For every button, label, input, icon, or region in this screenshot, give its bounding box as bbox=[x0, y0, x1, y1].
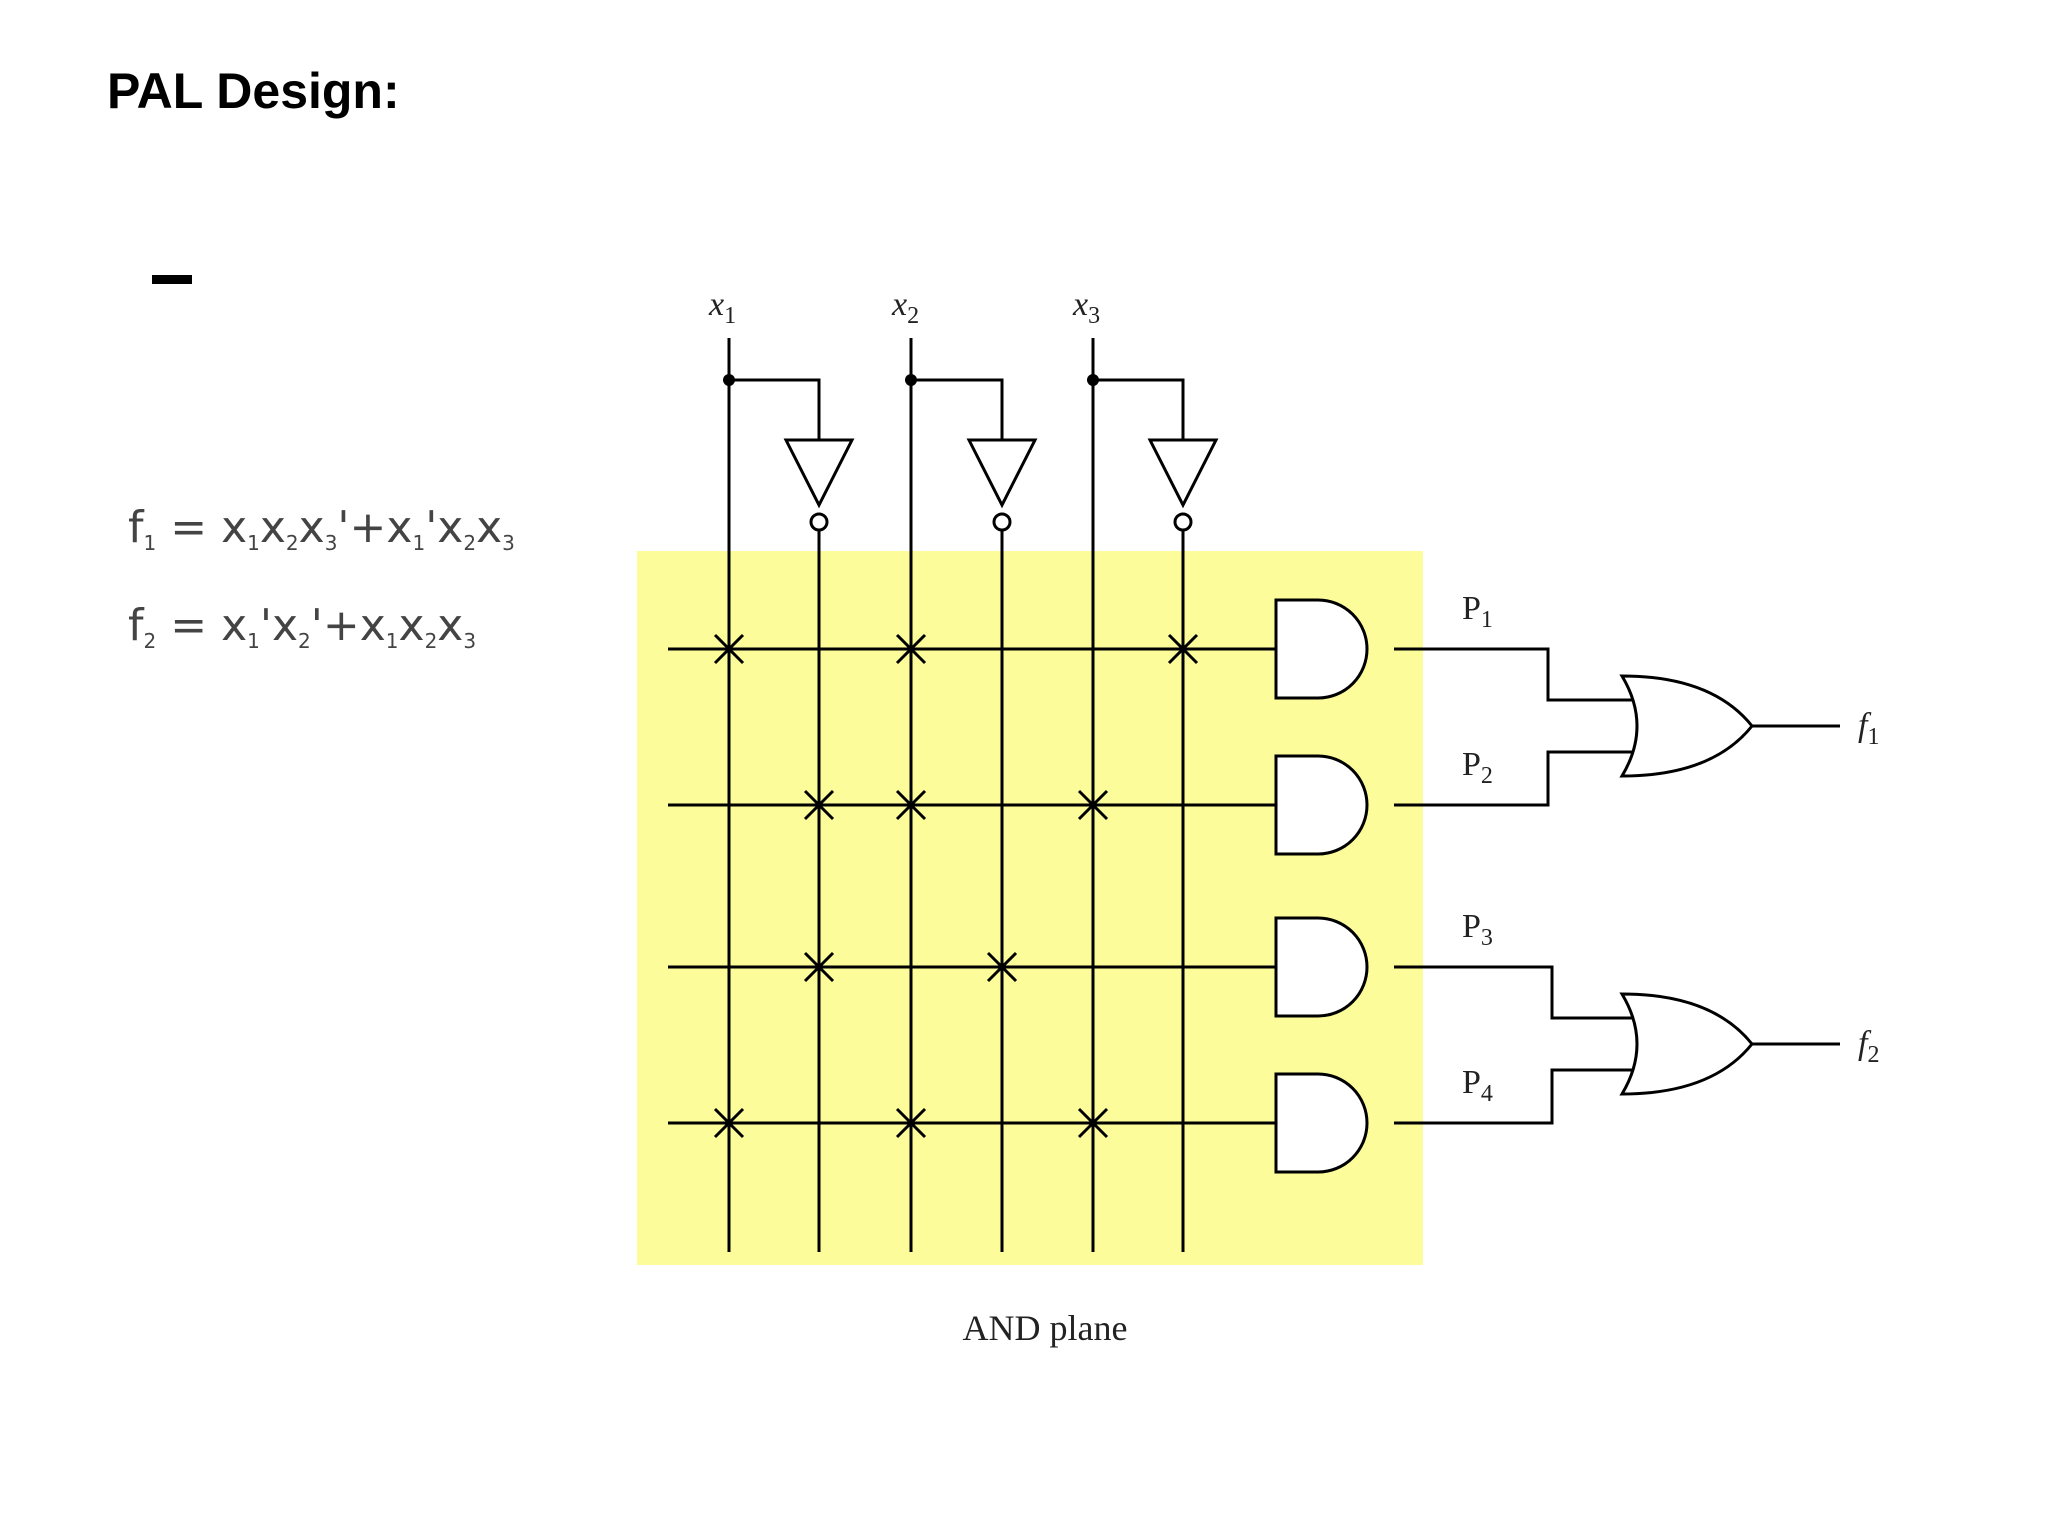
gates bbox=[783, 438, 1754, 1174]
dash-bullet-icon bbox=[152, 275, 192, 284]
output-label-f2: f2 bbox=[1858, 1025, 1879, 1068]
equals-sign: = bbox=[156, 502, 222, 553]
x-mark bbox=[986, 951, 1018, 983]
and-plane-label: AND plane bbox=[963, 1308, 1128, 1348]
subscript: 2 bbox=[298, 629, 311, 653]
or-gate-icon bbox=[1619, 992, 1754, 1096]
subscript: 1 bbox=[143, 531, 157, 555]
and-gate-icon bbox=[1274, 916, 1369, 1018]
input-label-x2: x2 bbox=[891, 286, 919, 329]
x-mark bbox=[713, 633, 745, 665]
subscript: 2 bbox=[285, 531, 299, 555]
or-input-wire-1 bbox=[1394, 647, 1642, 702]
subscript: 3 bbox=[324, 531, 338, 555]
subscript: 1 bbox=[247, 531, 260, 555]
variable: x bbox=[359, 600, 386, 651]
variable: x bbox=[386, 502, 413, 553]
connection-mark-P1-x1 bbox=[713, 633, 745, 665]
product-label-P3: P3 bbox=[1462, 908, 1493, 951]
input-label-x3: x3 bbox=[1072, 286, 1100, 329]
operator: + bbox=[322, 600, 360, 651]
subscript: 2 bbox=[463, 531, 477, 555]
subscript: 3 bbox=[502, 531, 515, 555]
x-mark bbox=[895, 633, 927, 665]
branch-wire-x3 bbox=[1093, 378, 1185, 440]
connection-mark-P4-x2 bbox=[895, 1107, 927, 1139]
complement-mark: ' bbox=[425, 502, 438, 553]
inverter-bubble-icon bbox=[809, 512, 829, 532]
subscript: 2 bbox=[143, 629, 157, 653]
complement-mark: ' bbox=[310, 600, 323, 651]
subscript: 1 bbox=[412, 531, 426, 555]
x-mark bbox=[895, 789, 927, 821]
not-gate-icon bbox=[783, 438, 855, 509]
subscript: 1 bbox=[247, 629, 260, 653]
function-name: f bbox=[128, 600, 144, 651]
variable: x bbox=[221, 502, 248, 553]
connection-mark-P2-x1n bbox=[803, 789, 835, 821]
function-name: f bbox=[128, 502, 144, 553]
connection-mark-P3-x2n bbox=[986, 951, 1018, 983]
equation-f2: f2 = x1'x2'+x1x2x3 bbox=[128, 604, 477, 653]
x-mark bbox=[1077, 789, 1109, 821]
and-gate-icon bbox=[1274, 1072, 1369, 1174]
x-mark bbox=[713, 1107, 745, 1139]
connection-mark-P4-x3 bbox=[1077, 1107, 1109, 1139]
connection-mark-P3-x1n bbox=[803, 951, 835, 983]
or-input-wire-2 bbox=[1394, 750, 1642, 807]
connection-mark-P4-x1 bbox=[713, 1107, 745, 1139]
complement-mark: ' bbox=[337, 502, 350, 553]
subscript: 2 bbox=[424, 629, 438, 653]
variable: x bbox=[259, 502, 286, 553]
product-label-P1: P1 bbox=[1462, 590, 1493, 633]
product-label-P2: P2 bbox=[1462, 746, 1493, 789]
operator: + bbox=[349, 502, 387, 553]
output-label-f1: f1 bbox=[1858, 707, 1879, 750]
input-label-x1: x1 bbox=[708, 286, 736, 329]
inverter-bubble-icon bbox=[1173, 512, 1193, 532]
branch-wire-x2 bbox=[911, 378, 1004, 440]
x-mark bbox=[1167, 633, 1199, 665]
product-label-P4: P4 bbox=[1462, 1064, 1493, 1107]
not-gate-icon bbox=[966, 438, 1038, 509]
variable: x bbox=[221, 600, 248, 651]
page-title: PAL Design: bbox=[107, 63, 400, 119]
inverter-bubble-icon bbox=[992, 512, 1012, 532]
subscript: 1 bbox=[385, 629, 399, 653]
x-mark bbox=[803, 789, 835, 821]
equation-f1: f1 = x1x2x3'+x1'x2x3 bbox=[128, 506, 515, 555]
connection-mark-P1-x3n bbox=[1167, 633, 1199, 665]
or-gate-icon bbox=[1619, 674, 1754, 778]
variable: x bbox=[437, 600, 464, 651]
variable: x bbox=[476, 502, 503, 553]
and-gate-icon bbox=[1274, 754, 1369, 856]
x-mark bbox=[895, 1107, 927, 1139]
variable: x bbox=[398, 600, 425, 651]
connection-mark-P2-x2 bbox=[895, 789, 927, 821]
variable: x bbox=[298, 502, 325, 553]
equals-sign: = bbox=[156, 600, 222, 651]
variable: x bbox=[271, 600, 299, 651]
connection-mark-P2-x3 bbox=[1077, 789, 1109, 821]
not-gate-icon bbox=[1147, 438, 1219, 509]
x-mark bbox=[1077, 1107, 1109, 1139]
or-input-wire-4 bbox=[1394, 1068, 1642, 1125]
connection-mark-P1-x2 bbox=[895, 633, 927, 665]
complement-mark: ' bbox=[259, 600, 272, 651]
connection-marks bbox=[713, 633, 1199, 1139]
subscript: 3 bbox=[463, 629, 477, 653]
and-gate-icon bbox=[1274, 598, 1369, 700]
branch-wire-x1 bbox=[729, 378, 821, 440]
x-mark bbox=[803, 951, 835, 983]
or-input-wire-3 bbox=[1394, 965, 1642, 1020]
variable: x bbox=[437, 502, 464, 553]
